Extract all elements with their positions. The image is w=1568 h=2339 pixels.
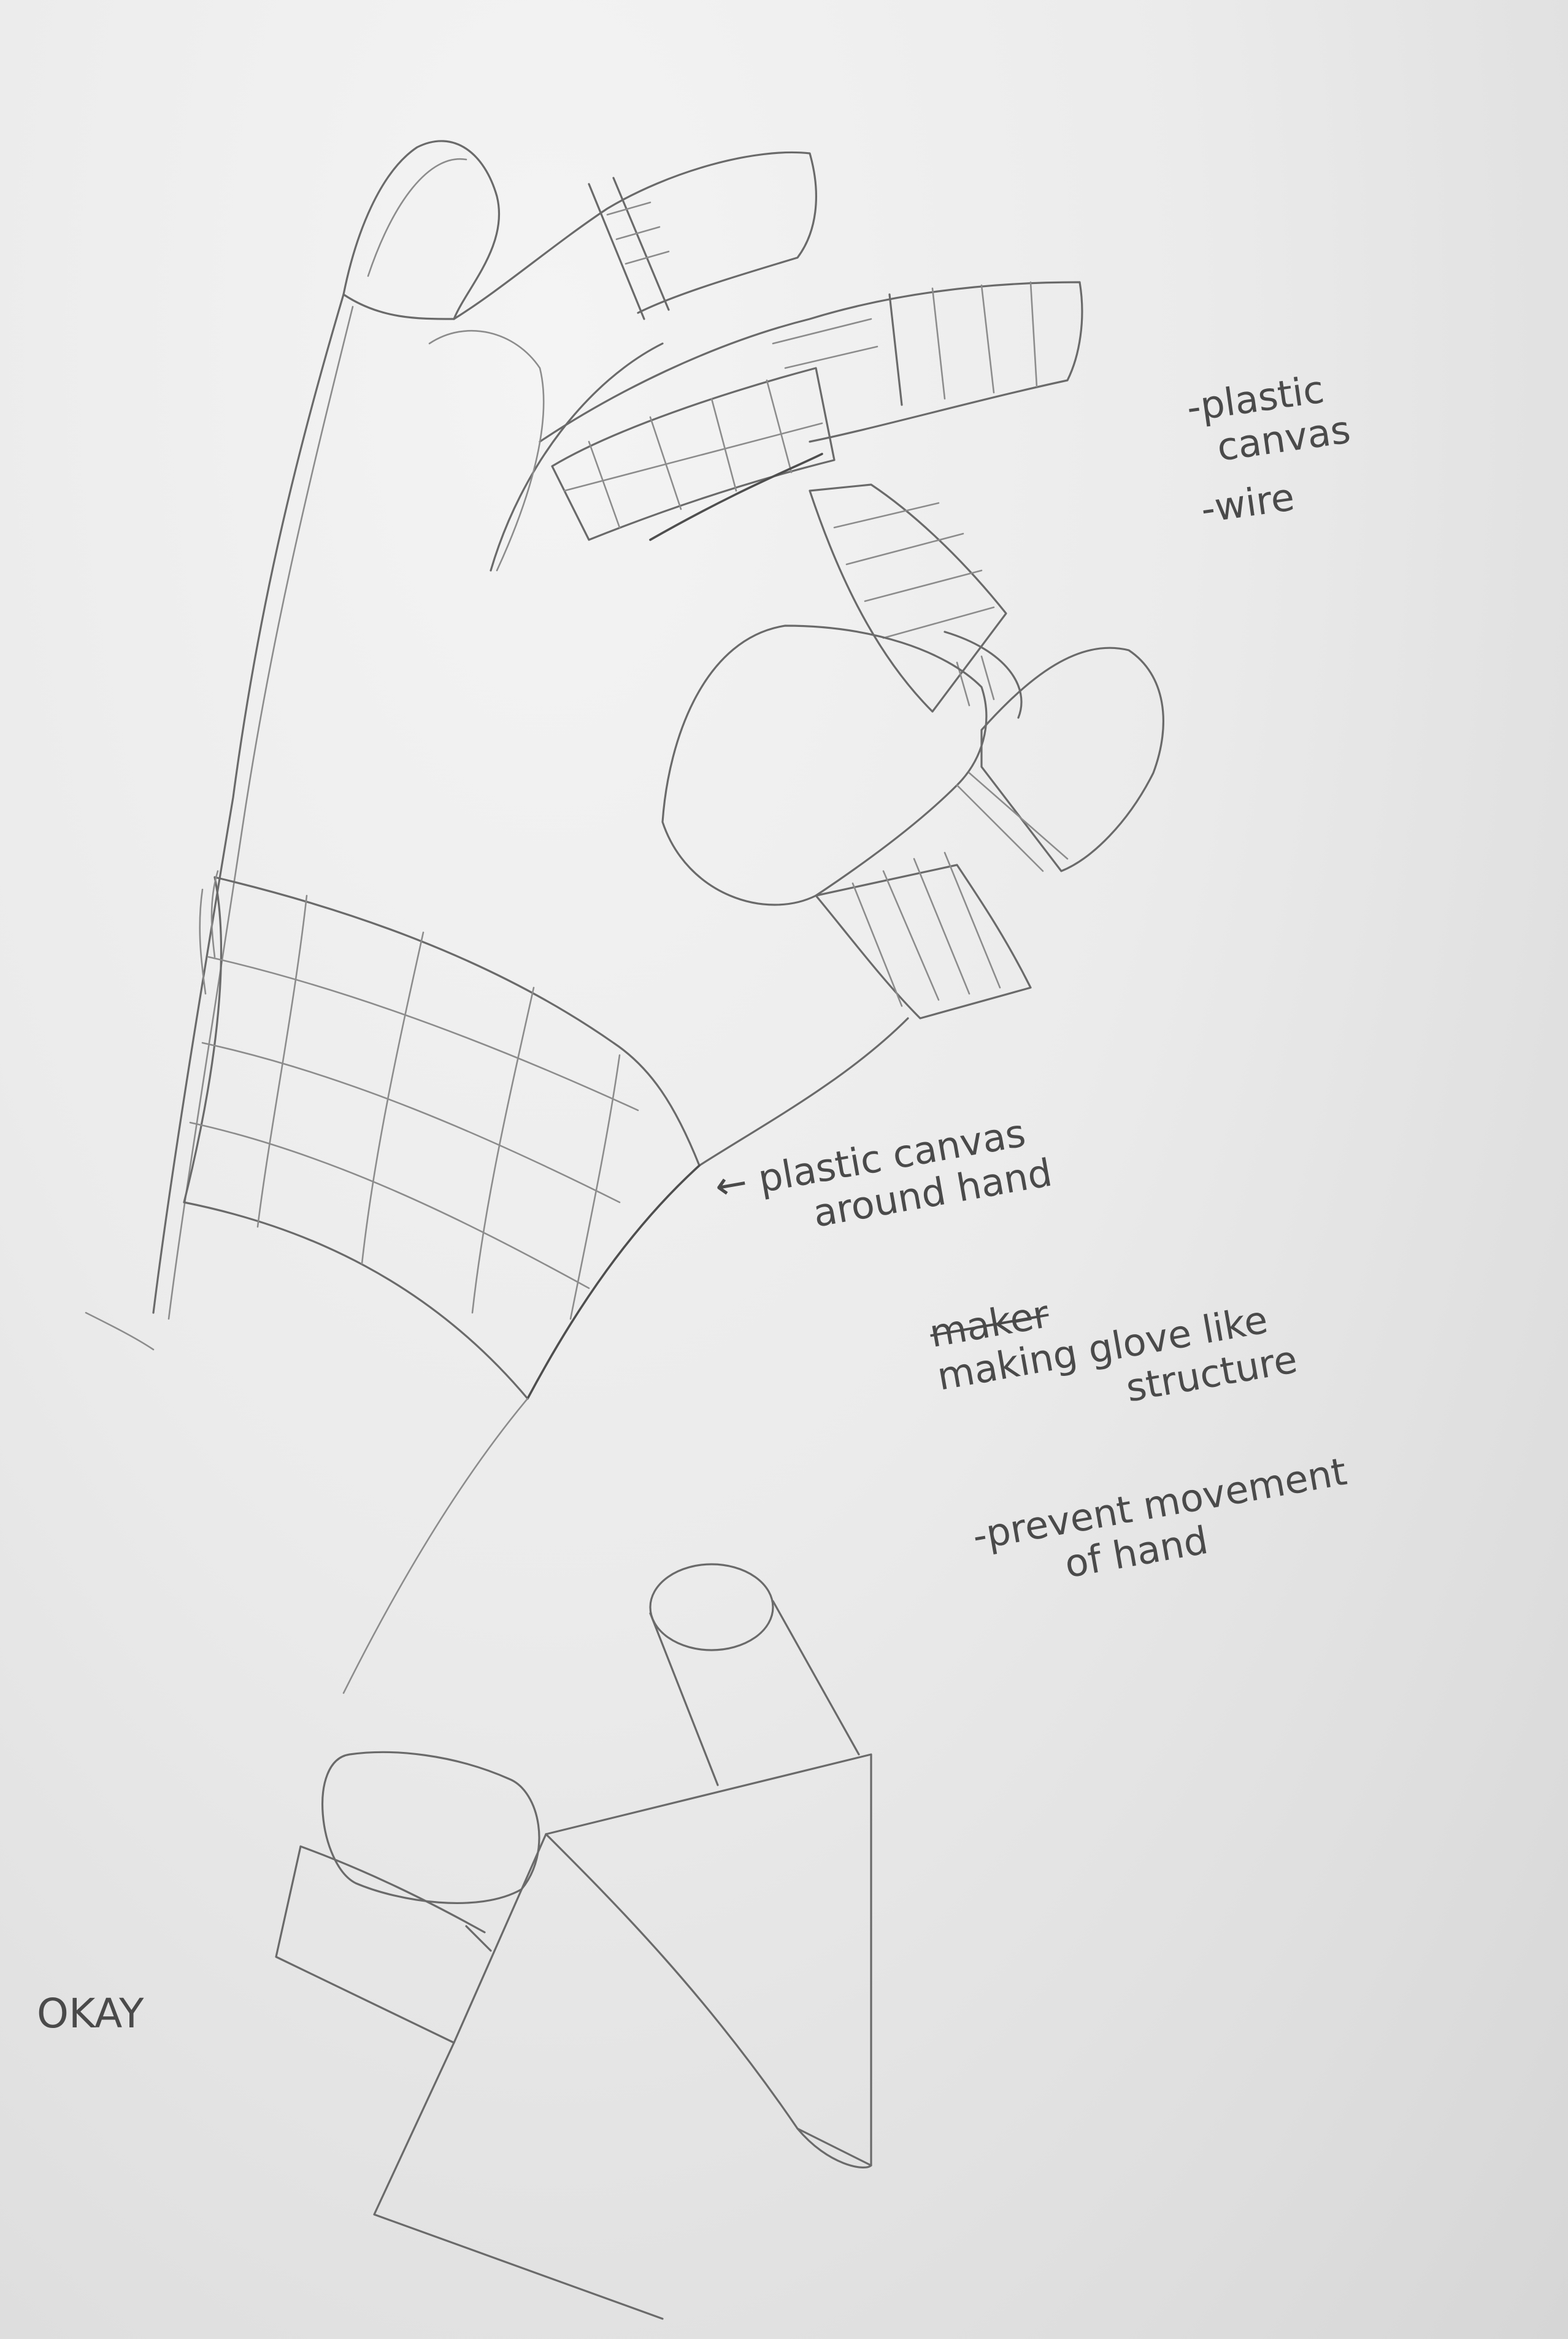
gesture-label: OKAY — [37, 1991, 144, 2037]
lower-hand-drawing — [276, 1564, 871, 2319]
materials-note: -plastic canvas -wire — [1184, 364, 1361, 531]
annotation-arrow-icon: ← — [712, 1159, 751, 1209]
upper-hand-drawing — [86, 141, 1163, 1693]
